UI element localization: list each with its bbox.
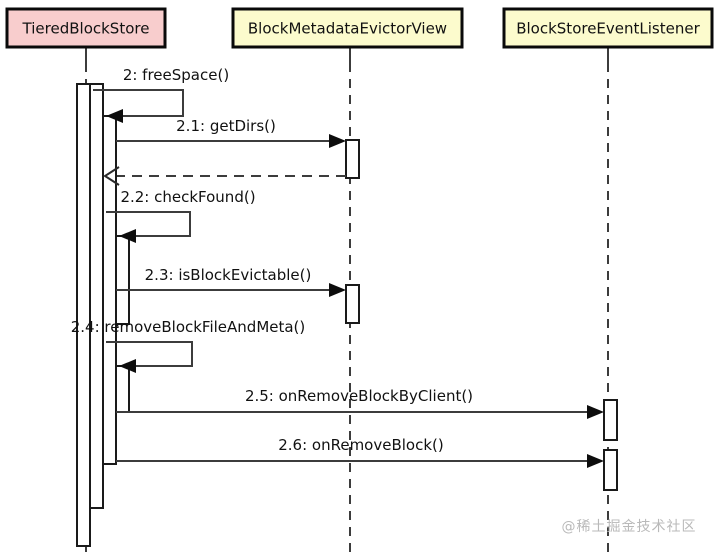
message-label-msg-2-2: 2.2: checkFound() [120, 188, 255, 206]
message-label-msg-2-5: 2.5: onRemoveBlockByClient() [245, 387, 473, 405]
participant-label-block-store-event-listener: BlockStoreEventListener [516, 20, 700, 38]
message-msg-2-3: 2.3: isBlockEvictable() [116, 266, 346, 297]
messages-layer: 2: freeSpace() 2.1: getDirs() 2.2: checkFo… [71, 66, 604, 468]
activations-layer [76, 83, 618, 547]
participant-box-block-store-event-listener[interactable] [502, 7, 714, 49]
self-call-path-msg-2-4 [106, 341, 193, 367]
arrowhead-msg-2-1-return [103, 166, 120, 186]
activation-bar-act-tbs-level3 [102, 115, 117, 465]
activation-bar-act-tbs-checkfound [115, 235, 130, 325]
participant-box-tiered-block-store[interactable] [5, 7, 167, 49]
message-msg-2: 2: freeSpace() [93, 66, 229, 123]
message-msg-2-4: 2.4: removeBlockFileAndMeta() [71, 318, 306, 373]
message-label-msg-2-3: 2.3: isBlockEvictable() [145, 266, 312, 284]
participant-box-block-metadata-evictor-view[interactable] [231, 7, 464, 49]
participant-label-tiered-block-store: TieredBlockStore [22, 20, 150, 38]
message-msg-2-6: 2.6: onRemoveBlock() [116, 436, 604, 468]
arrowhead-msg-2-4 [119, 359, 136, 373]
participant-block-metadata-evictor-view[interactable]: BlockMetadataEvictorView [231, 7, 464, 49]
self-call-path-msg-2-2 [106, 211, 191, 237]
arrowhead-msg-2-2 [119, 229, 136, 243]
participant-label-block-metadata-evictor-view: BlockMetadataEvictorView [248, 20, 447, 38]
arrowhead-msg-2 [106, 109, 123, 123]
message-msg-2-1: 2.1: getDirs() [116, 117, 346, 148]
arrowhead-msg-2-3 [329, 283, 346, 297]
arrowhead-msg-2-6 [587, 454, 604, 468]
activation-bar-act-tbs-level2 [89, 83, 104, 509]
activation-bar-act-evictor-isevictable [345, 284, 360, 324]
activation-bar-act-tbs-removeblock [115, 365, 130, 413]
self-call-path-msg-2 [93, 89, 184, 117]
message-msg-2-5: 2.5: onRemoveBlockByClient() [116, 387, 604, 419]
message-label-msg-2-4: 2.4: removeBlockFileAndMeta() [71, 318, 306, 336]
message-label-msg-2-1: 2.1: getDirs() [176, 117, 276, 135]
arrowhead-msg-2-5 [587, 405, 604, 419]
message-label-msg-2: 2: freeSpace() [123, 66, 229, 84]
watermark-layer: @稀土掘金技术社区 [562, 519, 697, 535]
participant-block-store-event-listener[interactable]: BlockStoreEventListener [502, 7, 714, 49]
activation-bar-act-listener-onremove [603, 449, 618, 491]
message-label-msg-2-6: 2.6: onRemoveBlock() [278, 436, 444, 454]
participant-tiered-block-store[interactable]: TieredBlockStore [5, 7, 167, 49]
arrowhead-msg-2-1 [329, 134, 346, 148]
activation-bar-act-tbs-outer [76, 83, 91, 547]
watermark-label: @稀土掘金技术社区 [562, 519, 697, 535]
message-msg-2-2: 2.2: checkFound() [106, 188, 256, 243]
message-msg-2-1-return [103, 166, 346, 186]
activation-bar-act-evictor-getdirs [345, 139, 360, 179]
participants-layer: TieredBlockStore BlockMetadataEvictorView… [5, 7, 714, 49]
activation-bar-act-listener-byclient [603, 399, 618, 441]
